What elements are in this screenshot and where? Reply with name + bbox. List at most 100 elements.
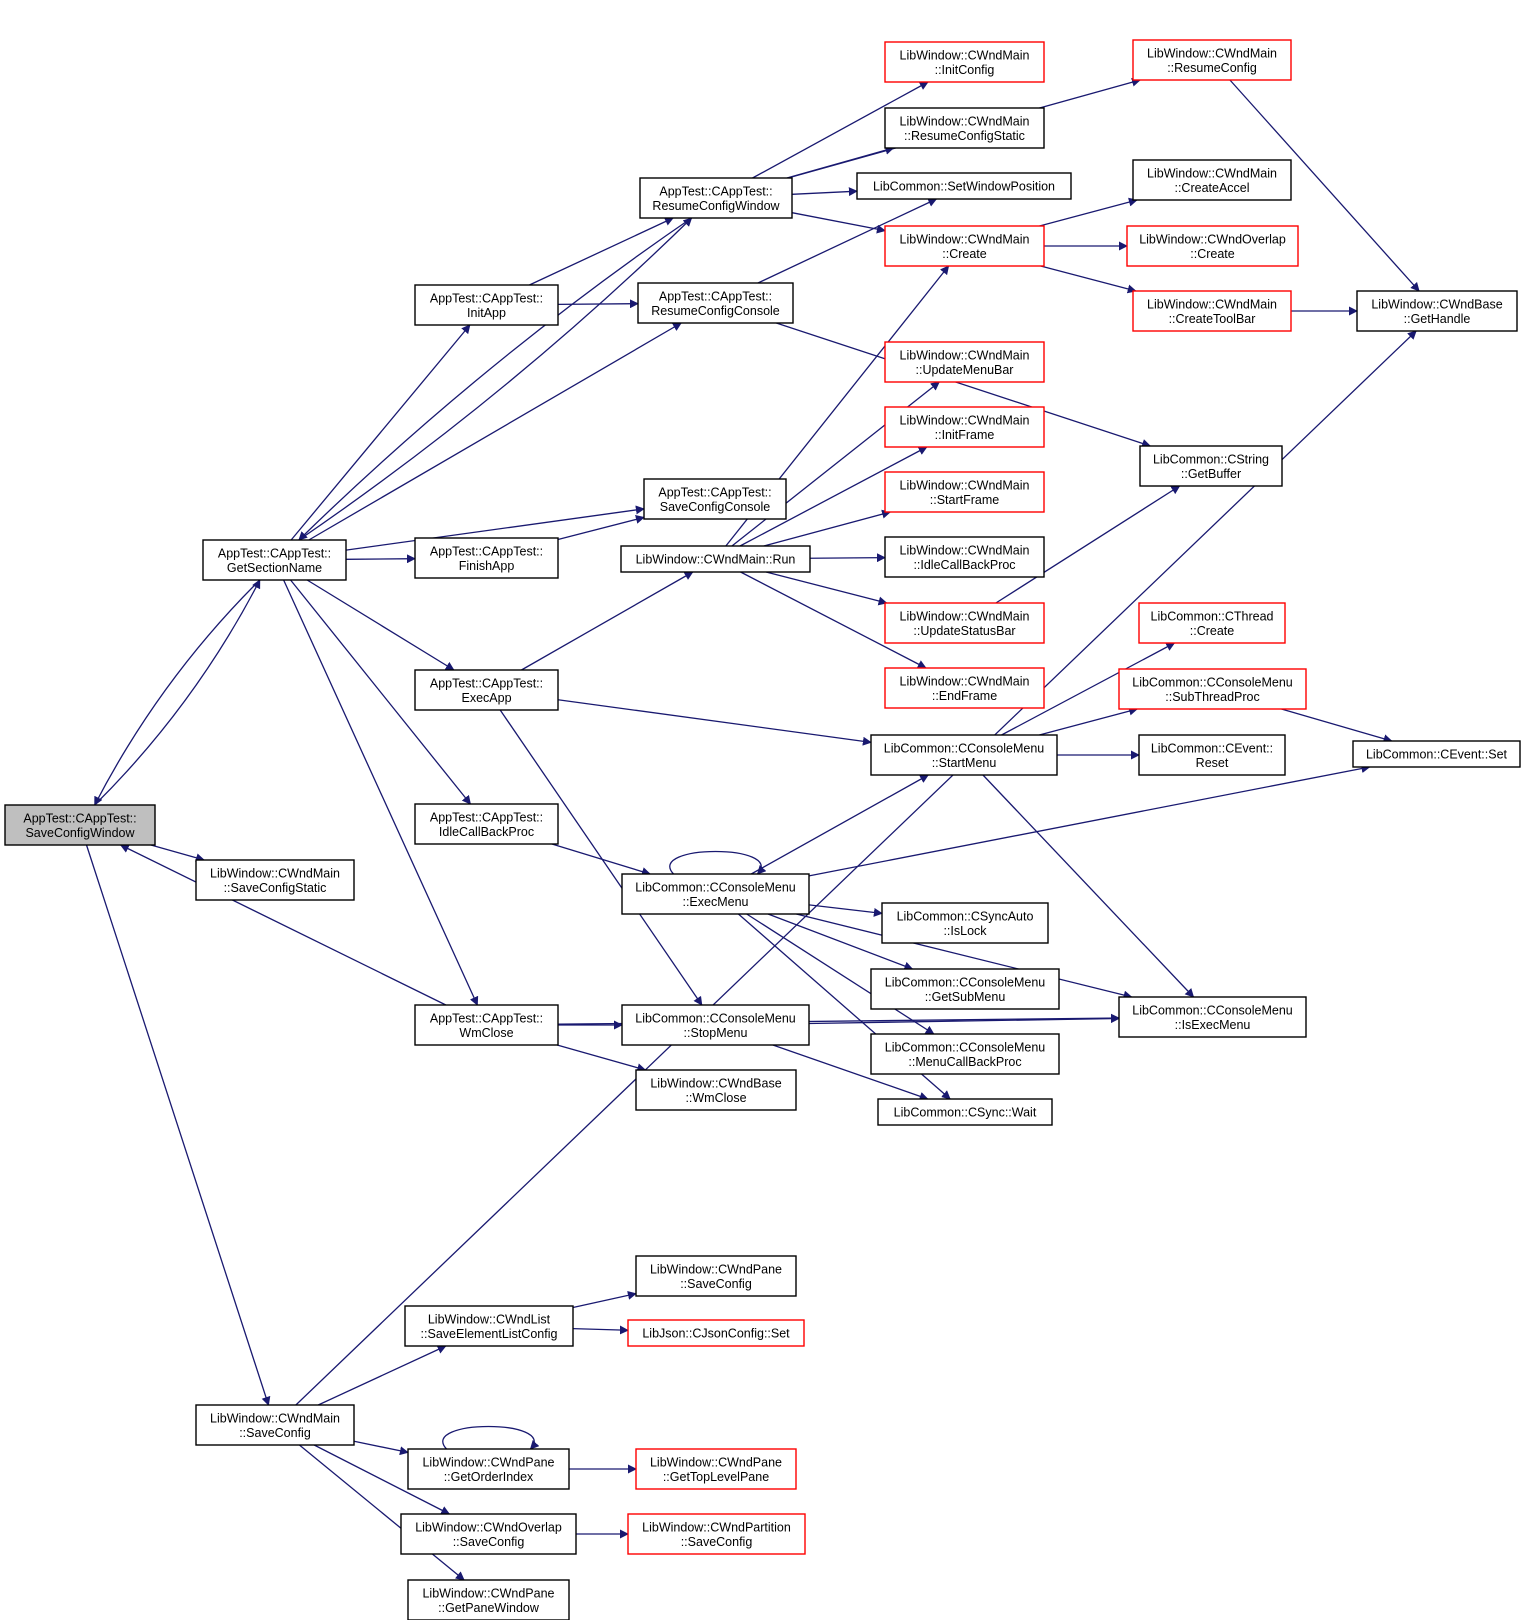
node-label-line: ResumeConfigWindow xyxy=(652,199,780,213)
node-isExecMenu[interactable]: LibCommon::CConsoleMenu::IsExecMenu xyxy=(1118,996,1307,1038)
node-label-line: AppTest::CAppTest:: xyxy=(659,289,772,303)
node-label-line: InitApp xyxy=(467,306,506,320)
node-resumeConfigWindow[interactable]: AppTest::CAppTest::ResumeConfigWindow xyxy=(639,177,793,219)
node-label-line: ::CreateAccel xyxy=(1174,181,1249,195)
node-getBuffer[interactable]: LibCommon::CString::GetBuffer xyxy=(1139,445,1283,487)
node-wndMainCreate[interactable]: LibWindow::CWndMain::Create xyxy=(884,225,1045,267)
edge-run-to-updateStatusBar xyxy=(765,571,888,606)
node-resumeConfigStatic[interactable]: LibWindow::CWndMain::ResumeConfigStatic xyxy=(884,107,1045,149)
node-label-line: LibCommon::CEvent:: xyxy=(1151,741,1273,755)
edge-execMenu-to-getSubMenu xyxy=(767,913,914,971)
node-stopMenu[interactable]: LibCommon::CConsoleMenu::StopMenu xyxy=(621,1004,810,1046)
node-startFrame[interactable]: LibWindow::CWndMain::StartFrame xyxy=(884,471,1045,513)
node-getSubMenu[interactable]: LibCommon::CConsoleMenu::GetSubMenu xyxy=(870,968,1060,1010)
edge-wndMainSaveConfig-to-getPaneWindow xyxy=(298,1444,465,1581)
node-label-line: IdleCallBackProc xyxy=(439,825,534,839)
node-createAccel[interactable]: LibWindow::CWndMain::CreateAccel xyxy=(1132,159,1292,201)
node-label-line: LibCommon::CConsoleMenu xyxy=(635,1011,796,1025)
node-getSectionName[interactable]: AppTest::CAppTest::GetSectionName xyxy=(202,539,347,581)
node-overlapSaveConfig[interactable]: LibWindow::CWndOverlap::SaveConfig xyxy=(400,1513,577,1555)
node-label-line: LibWindow::CWndBase xyxy=(650,1076,781,1090)
node-box xyxy=(884,341,1045,383)
edge-finishApp-to-saveConfigConsole xyxy=(557,515,645,541)
node-resumeConfigConsole[interactable]: AppTest::CAppTest::ResumeConfigConsole xyxy=(637,282,794,324)
node-label-line: LibWindow::CWndMain xyxy=(900,114,1030,128)
node-wndMainIdle[interactable]: LibWindow::CWndMain::IdleCallBackProc xyxy=(884,536,1045,578)
node-box xyxy=(627,1513,806,1555)
node-label-line: ExecApp xyxy=(461,691,511,705)
edge-getSectionName-to-resumeConfigConsole xyxy=(308,322,682,541)
node-getHandle[interactable]: LibWindow::CWndBase::GetHandle xyxy=(1356,290,1518,332)
node-createToolBar[interactable]: LibWindow::CWndMain::CreateToolBar xyxy=(1132,290,1292,332)
node-box xyxy=(856,172,1072,200)
node-isLock[interactable]: LibCommon::CSyncAuto::IsLock xyxy=(881,902,1049,944)
node-box xyxy=(414,803,559,845)
node-label-line: ::UpdateStatusBar xyxy=(913,624,1015,638)
node-getTopLevelPane[interactable]: LibWindow::CWndPane::GetTopLevelPane xyxy=(635,1448,797,1490)
node-updateStatusBar[interactable]: LibWindow::CWndMain::UpdateStatusBar xyxy=(884,602,1045,644)
node-updateMenuBar[interactable]: LibWindow::CWndMain::UpdateMenuBar xyxy=(884,341,1045,383)
node-execApp[interactable]: AppTest::CAppTest::ExecApp xyxy=(414,669,559,711)
node-root[interactable]: AppTest::CAppTest::SaveConfigWindow xyxy=(4,804,156,846)
edge-getSectionName-to-resumeConfigWindow xyxy=(298,217,693,541)
node-wndMainSaveConfig[interactable]: LibWindow::CWndMain::SaveConfig xyxy=(195,1404,355,1446)
node-initFrame[interactable]: LibWindow::CWndMain::InitFrame xyxy=(884,406,1045,448)
edge-getSectionName-to-wmClose xyxy=(283,579,479,1006)
node-label-line: LibWindow::CWndOverlap xyxy=(1139,232,1286,246)
node-paneSaveConfig[interactable]: LibWindow::CWndPane::SaveConfig xyxy=(635,1255,797,1297)
node-label-line: ::WmClose xyxy=(685,1091,746,1105)
edge-wmClose-to-wndBaseWmClose xyxy=(556,1044,647,1073)
node-box xyxy=(1138,734,1286,776)
node-box xyxy=(639,177,793,219)
node-box xyxy=(881,902,1049,944)
node-subThreadProc[interactable]: LibCommon::CConsoleMenu::SubThreadProc xyxy=(1118,668,1307,710)
node-saveConfigConsole[interactable]: AppTest::CAppTest::SaveConfigConsole xyxy=(643,478,787,520)
node-jsonSet[interactable]: LibJson::CJsonConfig::Set xyxy=(627,1319,805,1347)
node-label-line: LibCommon::CConsoleMenu xyxy=(1132,1003,1293,1017)
node-label-line: LibCommon::CSync::Wait xyxy=(894,1106,1037,1120)
node-saveElementListConfig[interactable]: LibWindow::CWndList::SaveElementListConf… xyxy=(404,1305,574,1347)
node-overlapCreate[interactable]: LibWindow::CWndOverlap::Create xyxy=(1126,225,1299,267)
node-box xyxy=(643,478,787,520)
node-eventReset[interactable]: LibCommon::CEvent::Reset xyxy=(1138,734,1286,776)
node-box xyxy=(1138,602,1286,644)
node-box xyxy=(400,1513,577,1555)
node-label-line: AppTest::CAppTest:: xyxy=(430,544,543,558)
node-label-line: LibWindow::CWndMain xyxy=(900,348,1030,362)
edge-getSectionName-to-execApp xyxy=(306,579,455,671)
node-startMenu[interactable]: LibCommon::CConsoleMenu::StartMenu xyxy=(870,734,1058,776)
edge-getSectionName-to-idleCallBackProc xyxy=(290,579,472,805)
node-label-line: GetSectionName xyxy=(227,561,322,575)
node-box xyxy=(884,107,1045,149)
node-box xyxy=(884,536,1045,578)
node-saveConfigStatic[interactable]: LibWindow::CWndMain::SaveConfigStatic xyxy=(195,859,355,901)
edge-stopMenu-to-syncWait xyxy=(772,1044,929,1101)
node-idleCallBackProc[interactable]: AppTest::CAppTest::IdleCallBackProc xyxy=(414,803,559,845)
node-box xyxy=(884,667,1045,709)
node-initConfig[interactable]: LibWindow::CWndMain::InitConfig xyxy=(884,41,1045,83)
node-run[interactable]: LibWindow::CWndMain::Run xyxy=(620,545,811,573)
node-label-line: LibWindow::CWndMain xyxy=(1147,297,1277,311)
node-wmClose[interactable]: AppTest::CAppTest::WmClose xyxy=(414,1004,559,1046)
node-syncWait[interactable]: LibCommon::CSync::Wait xyxy=(877,1098,1053,1126)
node-getOrderIndex[interactable]: LibWindow::CWndPane::GetOrderIndex xyxy=(407,1448,570,1490)
edge-execMenu-to-menuCallBackProc xyxy=(746,913,935,1035)
node-eventSet[interactable]: LibCommon::CEvent::Set xyxy=(1352,740,1521,768)
node-resumeConfig[interactable]: LibWindow::CWndMain::ResumeConfig xyxy=(1132,39,1292,81)
node-execMenu[interactable]: LibCommon::CConsoleMenu::ExecMenu xyxy=(621,873,810,915)
node-label-line: ::Create xyxy=(1190,624,1235,638)
node-endFrame[interactable]: LibWindow::CWndMain::EndFrame xyxy=(884,667,1045,709)
node-finishApp[interactable]: AppTest::CAppTest::FinishApp xyxy=(414,537,559,579)
node-box xyxy=(414,1004,559,1046)
node-label-line: Reset xyxy=(1196,756,1229,770)
node-box xyxy=(202,539,347,581)
node-label-line: LibCommon::CConsoleMenu xyxy=(1132,675,1293,689)
node-setWindowPosition[interactable]: LibCommon::SetWindowPosition xyxy=(856,172,1072,200)
node-wndBaseWmClose[interactable]: LibWindow::CWndBase::WmClose xyxy=(635,1069,797,1111)
node-getPaneWindow[interactable]: LibWindow::CWndPane::GetPaneWindow xyxy=(407,1579,570,1620)
node-label-line: LibWindow::CWndPane xyxy=(422,1455,554,1469)
node-threadCreate[interactable]: LibCommon::CThread::Create xyxy=(1138,602,1286,644)
node-initApp[interactable]: AppTest::CAppTest::InitApp xyxy=(414,284,559,326)
node-menuCallBackProc[interactable]: LibCommon::CConsoleMenu::MenuCallBackPro… xyxy=(870,1033,1060,1075)
node-partitionSaveConfig[interactable]: LibWindow::CWndPartition::SaveConfig xyxy=(627,1513,806,1555)
